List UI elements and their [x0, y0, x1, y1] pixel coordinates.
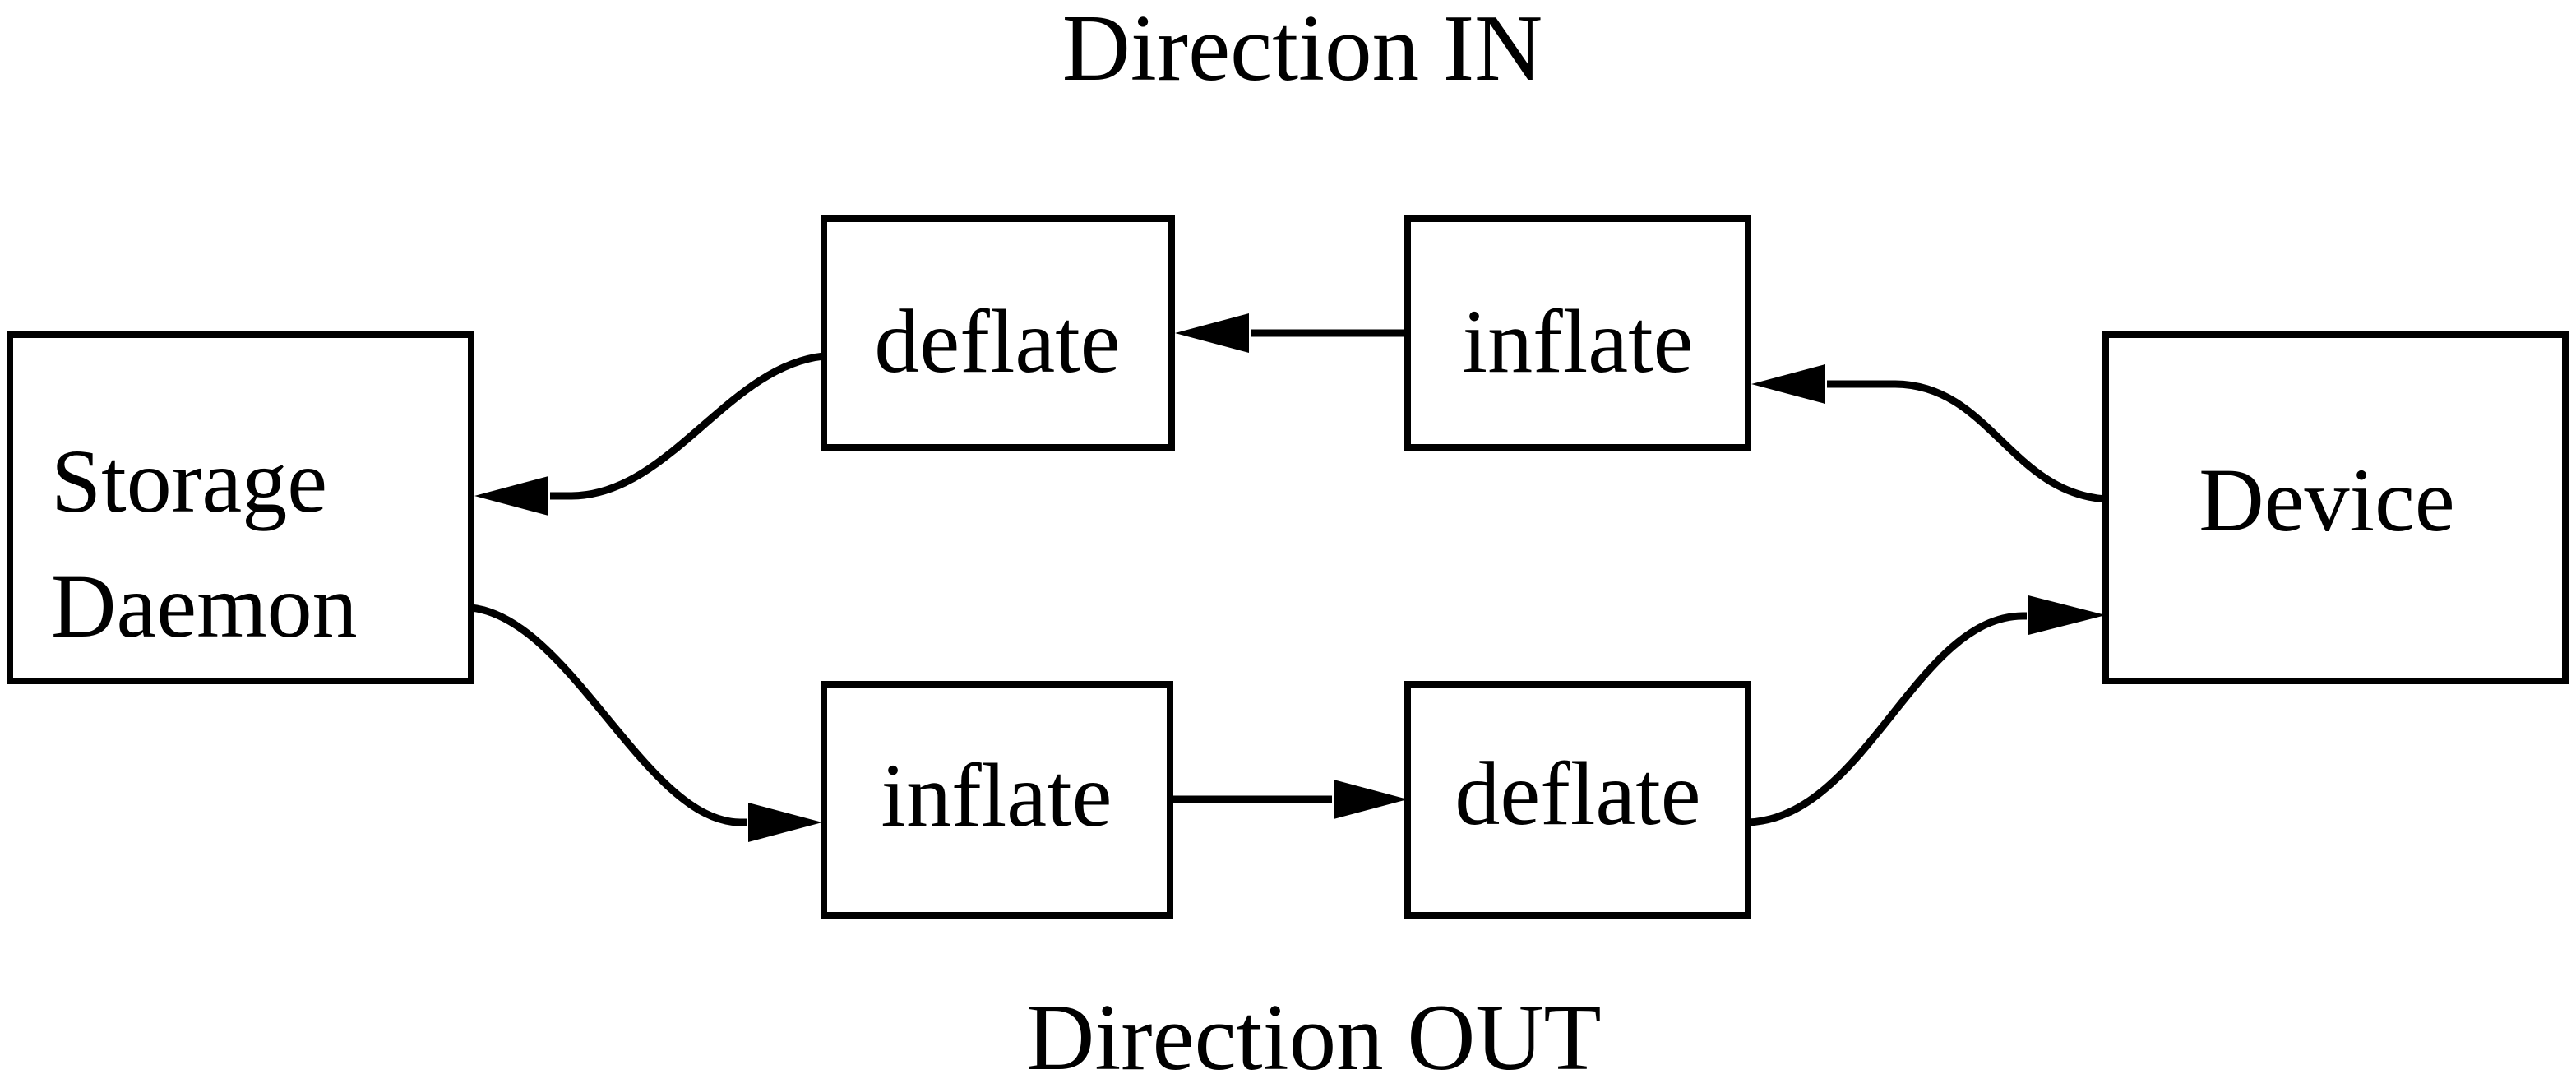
arrow-deflate-to-storage-daemon-in	[474, 352, 825, 516]
edge-deflate-to-device-out	[1747, 612, 2027, 826]
title-direction-in: Direction IN	[1062, 0, 1542, 100]
node-storage-daemon: Storage Daemon	[7, 331, 474, 684]
node-deflate-in: deflate	[821, 215, 1175, 451]
inflate-out-box	[821, 681, 1173, 919]
deflate-in-box	[821, 215, 1175, 451]
storage-daemon-box	[7, 331, 474, 684]
edge-deflate-to-storage-daemon-in	[550, 352, 825, 500]
deflate-out-label: deflate	[1454, 743, 1700, 844]
arrow-inflate-to-deflate-in	[1175, 313, 1408, 353]
storage-daemon-to-inflate-arrowhead	[748, 803, 822, 842]
node-inflate-in: inflate	[1404, 215, 1751, 451]
deflate-out-box	[1404, 681, 1751, 919]
deflate-in-label: deflate	[874, 291, 1120, 391]
arrow-storage-daemon-to-inflate-out	[470, 604, 822, 842]
title-direction-out: Direction OUT	[1026, 985, 1601, 1088]
arrow-device-to-inflate-in	[1751, 364, 2107, 503]
inflate-out-label: inflate	[881, 745, 1112, 845]
deflate-to-storage-daemon-arrowhead	[474, 476, 548, 516]
arrow-deflate-to-device-out	[1747, 595, 2106, 826]
inflate-to-deflate-in-arrowhead	[1175, 313, 1249, 353]
storage-daemon-label-line1: Storage	[51, 431, 327, 531]
inflate-in-label: inflate	[1463, 291, 1694, 391]
storage-daemon-label-line2: Daemon	[51, 556, 358, 656]
node-deflate-out: deflate	[1404, 681, 1751, 919]
edge-storage-daemon-to-inflate-out	[470, 604, 747, 826]
device-box	[2102, 331, 2569, 684]
device-label: Device	[2199, 450, 2454, 550]
node-inflate-out: inflate	[821, 681, 1173, 919]
inflate-in-box	[1404, 215, 1751, 451]
deflate-to-device-arrowhead	[2028, 595, 2106, 635]
edge-device-to-inflate-in	[1827, 380, 2107, 503]
inflate-to-deflate-out-arrowhead	[1334, 780, 1408, 819]
device-to-inflate-in-arrowhead	[1751, 364, 1825, 404]
node-device: Device	[2102, 331, 2569, 684]
arrow-inflate-to-deflate-out	[1170, 780, 1408, 819]
